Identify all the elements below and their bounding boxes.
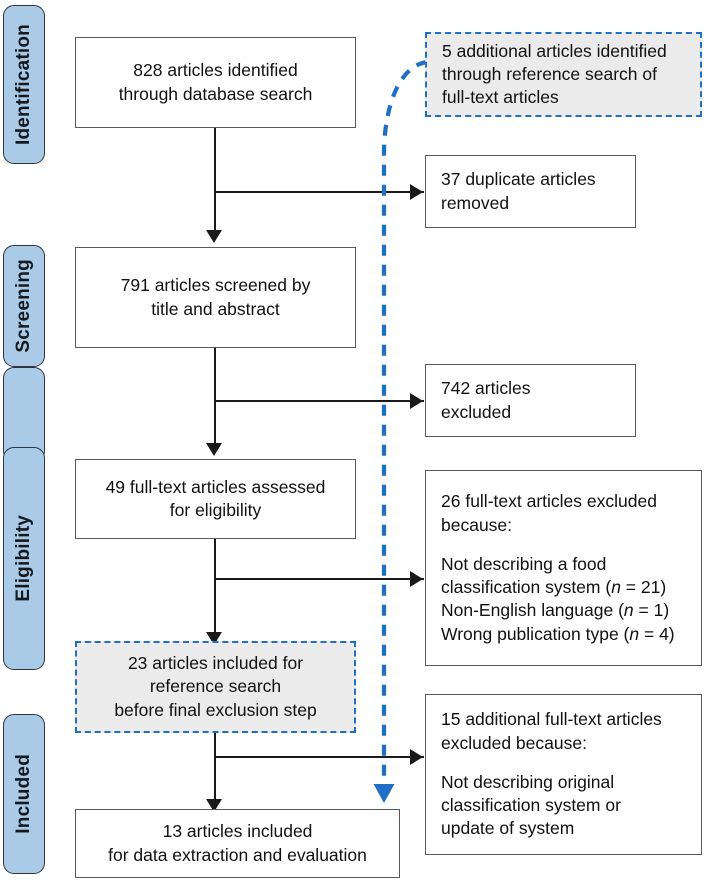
box-fulltext-excluded-reason2: Non-English language (n = 1)	[441, 599, 701, 622]
box-reference-search-included-line1: 23 articles included for	[127, 653, 304, 674]
box-fulltext-assessed-line1: 49 full-text articles assessed	[105, 476, 326, 497]
stage-label-identification-text: Identification	[13, 23, 34, 146]
box-fulltext-excluded-line2: because:	[441, 514, 513, 535]
spacer	[441, 755, 701, 772]
stage-label-included-text: Included	[13, 754, 34, 834]
box-fulltext-assessed-line2: for eligibility	[169, 500, 262, 520]
stage-label-eligibility: Eligibility	[3, 447, 45, 670]
spacer	[441, 537, 701, 554]
arrowhead-to-additional-excluded	[410, 748, 423, 765]
box-fulltext-excluded-reason1-line1: Not describing a food	[441, 554, 607, 575]
reason1-prefix: classification system (	[441, 577, 612, 598]
box-records-identified: 828 articles identified through database…	[75, 37, 356, 128]
box-duplicates-removed: 37 duplicate articles removed	[425, 155, 636, 228]
box-additional-excluded-line1: 15 additional full-text articles	[441, 709, 662, 730]
box-final-included: 13 articles included for data extraction…	[75, 809, 400, 878]
box-screened-excluded-line1: 742 articles	[441, 378, 531, 399]
reason2-prefix: Non-English language (	[441, 600, 624, 621]
reason3-suffix: = 4)	[639, 623, 675, 644]
stage-label-screening: Screening	[3, 245, 45, 367]
box-records-screened: 791 articles screened by title and abstr…	[75, 247, 356, 348]
box-additional-excluded-line5: update of system	[441, 818, 575, 839]
box-additional-articles-line2: through reference search of	[442, 63, 657, 84]
arrowhead-to-screened-excluded	[410, 392, 423, 409]
stage-label-eligibility-text: Eligibility	[13, 515, 34, 602]
box-fulltext-excluded-line1: 26 full-text articles excluded	[441, 491, 657, 512]
box-fulltext-assessed: 49 full-text articles assessed for eligi…	[75, 459, 356, 539]
box-additional-articles-line3: full-text articles	[442, 87, 559, 108]
box-records-screened-line2: title and abstract	[151, 298, 280, 319]
connector-reference-to-final	[214, 733, 216, 803]
box-screened-excluded-line2: excluded	[441, 401, 512, 422]
connector-to-fulltext-excluded	[214, 578, 424, 580]
reason2-n-symbol: n	[623, 600, 634, 621]
reason3-n-symbol: n	[629, 623, 640, 644]
box-fulltext-excluded-reason1-line2: classification system (n = 21)	[441, 576, 701, 599]
stage-label-screening-text: Screening	[13, 259, 34, 353]
box-fulltext-excluded: 26 full-text articles excluded because: …	[425, 470, 702, 666]
box-records-identified-line1: 828 articles identified	[133, 60, 298, 81]
box-reference-search-included-line2: reference search	[149, 676, 282, 697]
box-additional-excluded-line4: classification system or	[441, 795, 621, 816]
connector-screened-to-fulltext	[214, 348, 216, 445]
stage-label-screening	[3, 367, 45, 462]
arrowhead-to-fulltext-excluded	[410, 570, 423, 587]
box-reference-search-included-line3: before final exclusion step	[114, 699, 317, 720]
arrowhead-to-duplicates	[410, 183, 423, 200]
box-fulltext-excluded-reason3: Wrong publication type (n = 4)	[441, 623, 701, 646]
box-final-included-line1: 13 articles included	[162, 821, 313, 842]
reason1-n-symbol: n	[611, 577, 621, 598]
arrowhead-to-final	[206, 799, 222, 812]
box-records-screened-line1: 791 articles screened by	[120, 275, 311, 296]
box-additional-articles: 5 additional articles identified through…	[425, 32, 702, 117]
reason2-suffix: = 1)	[633, 600, 670, 621]
box-duplicates-removed-line1: 37 duplicate articles	[441, 169, 596, 190]
arrowhead-to-screened	[206, 230, 222, 243]
stage-label-identification: Identification	[3, 5, 45, 164]
reason3-prefix: Wrong publication type (	[441, 623, 630, 644]
connector-to-screened-excluded	[214, 400, 424, 402]
box-reference-search-included: 23 articles included for reference searc…	[75, 641, 356, 733]
connector-to-duplicates	[214, 191, 424, 193]
connector-identified-to-screened	[214, 127, 216, 232]
box-final-included-line2: for data extraction and evaluation	[108, 844, 367, 865]
box-records-identified-line2: through database search	[118, 83, 313, 104]
arrowhead-to-fulltext	[206, 443, 222, 456]
box-additional-excluded: 15 additional full-text articles exclude…	[425, 694, 702, 855]
stage-label-included: Included	[3, 714, 45, 874]
box-additional-excluded-line3: Not describing original	[441, 772, 615, 793]
box-duplicates-removed-line2: removed	[441, 192, 510, 213]
connector-to-additional-excluded	[214, 756, 424, 758]
reason1-suffix: = 21)	[620, 577, 667, 598]
box-additional-articles-line1: 5 additional articles identified	[442, 40, 667, 61]
connector-fulltext-to-reference	[214, 539, 216, 634]
box-screened-excluded: 742 articles excluded	[425, 364, 636, 437]
box-additional-excluded-line2: excluded because:	[441, 732, 587, 753]
